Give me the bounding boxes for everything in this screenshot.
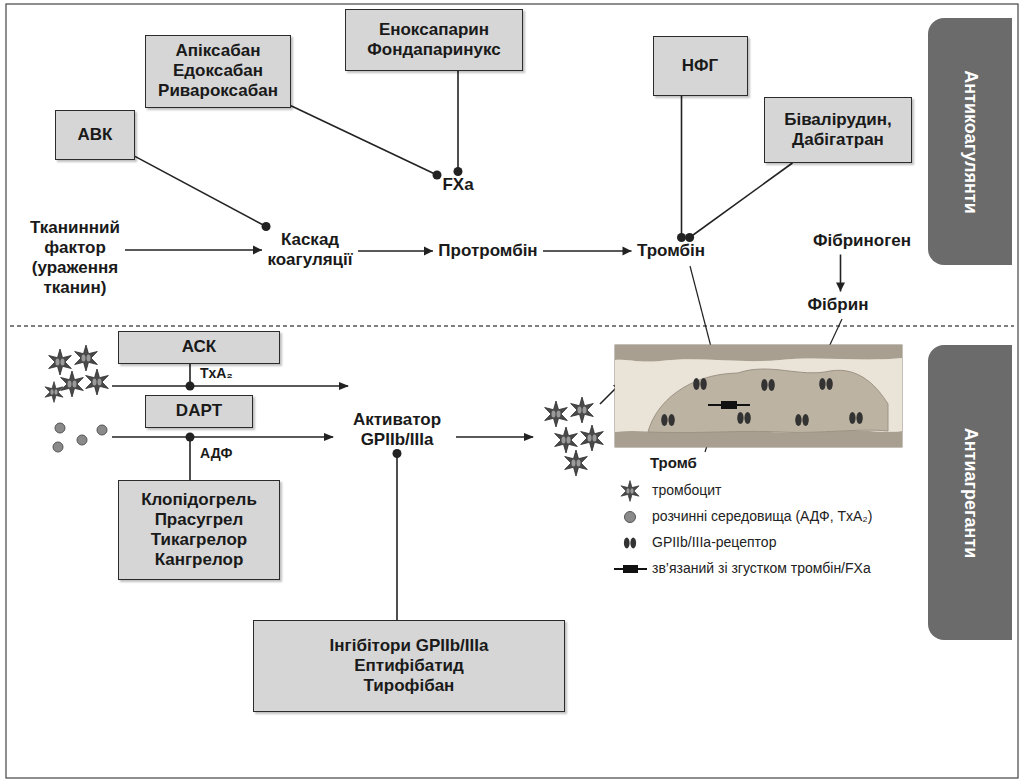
cascade-step: Каскад коагуляції: [262, 227, 358, 274]
node-text: Інгібітори GPIIb/IIIa: [330, 636, 489, 656]
inhibition-dot: [454, 167, 463, 176]
legend-symbols: [614, 481, 647, 573]
drug-box: DAPT: [145, 395, 253, 428]
node-text: Протромбін: [438, 241, 537, 261]
node-text: Каскад коагуляції: [267, 230, 352, 270]
drug-box: Апіксабан Едоксабан Ривароксабан: [145, 35, 291, 108]
connector-line: [396, 454, 398, 621]
flow-arrow: [125, 246, 262, 255]
node-text: АСК: [182, 337, 217, 357]
connector-line: [358, 250, 433, 252]
inhibition-dot: [393, 449, 402, 458]
mediator-label: TxA₂: [200, 366, 233, 381]
legend-text: тромбоцит: [652, 482, 722, 499]
connector-line: [457, 71, 459, 172]
inhibition-dot: [677, 233, 686, 242]
drug-box: АВК: [55, 110, 135, 160]
node-text: Антиагреганти: [959, 427, 980, 558]
node-text: DAPT: [176, 401, 222, 421]
activator-label: Активатор GPIIb/IIIa: [348, 407, 447, 454]
flow-arrow: [358, 247, 433, 256]
drug-box: Бівалірудин, Дабігатран: [764, 97, 912, 163]
thrombus-illustration: [615, 345, 902, 447]
flow-arrow: [543, 247, 632, 256]
cascade-step: Фібрин: [803, 292, 874, 319]
outer-frame: [6, 4, 1018, 778]
platelet-cluster: [45, 345, 108, 402]
cascade-step: Тканинний фактор (ураження тканин): [25, 215, 125, 302]
node-text: Еноксапарин Фондапаринукс: [367, 20, 500, 60]
drug-box: Клопідогрель Прасугрел Тикагрелор Кангре…: [118, 480, 280, 580]
thrombus-label: Тромб: [650, 455, 697, 472]
arrowhead: [623, 247, 632, 256]
node-text: Апіксабан Едоксабан Ривароксабан: [158, 41, 278, 101]
node-text: Антикоагулянти: [959, 70, 980, 214]
cascade-step: Протромбін: [433, 238, 543, 265]
inhibition-dot: [685, 233, 694, 242]
node-text: Фібрин: [808, 295, 869, 315]
inhibition-dot: [262, 222, 271, 231]
drug-box: АСК: [118, 331, 280, 364]
factor-label: FXa: [437, 172, 479, 199]
flow-arrow: [836, 255, 845, 292]
node-text: Ептифібатид Тирофібан: [354, 656, 464, 696]
legend-text: розчинні середовища (АДФ, TxA₂): [652, 508, 872, 525]
legend-text: зв’язаний зі згустком тромбін/FXa: [652, 560, 871, 577]
inhibition-line: [454, 71, 463, 176]
inhibition-line: [135, 156, 271, 231]
connector-line: [690, 163, 793, 238]
node-text: FXa: [442, 175, 473, 195]
arrowhead: [253, 246, 262, 255]
arrowhead: [836, 283, 845, 292]
drug-box: Інгібітори GPIIb/IIIaЕптифібатид Тирофіб…: [253, 620, 565, 712]
inhibition-dot: [433, 171, 442, 180]
connector-line: [125, 249, 262, 251]
section-divider: [10, 325, 1014, 326]
connector-line: [135, 156, 266, 226]
inhibition-line: [393, 449, 402, 620]
section-band: Антикоагулянти: [928, 18, 1012, 265]
connector-line: [543, 250, 632, 252]
node-text: Фібриноген: [813, 231, 911, 251]
inhibition-line: [291, 106, 442, 180]
cascade-step: Фібриноген: [808, 228, 917, 255]
cascade-step: Тромбін: [632, 238, 711, 265]
connector-line: [291, 106, 437, 175]
inhibition-line: [685, 163, 792, 242]
node-text: АВК: [78, 125, 113, 145]
mediator-label: АДФ: [200, 446, 232, 461]
node-text: Клопідогрель Прасугрел Тикагрелор Кангре…: [141, 490, 257, 570]
node-text: НФГ: [682, 56, 718, 76]
node-text: Тромбін: [637, 241, 705, 261]
arrowhead: [424, 247, 433, 256]
connector-line: [681, 96, 683, 238]
node-text: Активатор GPIIb/IIIa: [353, 410, 441, 450]
node-text: Тканинний фактор (ураження тканин): [30, 218, 120, 298]
inhibition-line: [677, 96, 686, 242]
soluble-mediators: [53, 423, 107, 452]
legend-text: GPIIb/IIIa-рецептор: [652, 534, 776, 551]
drug-box: НФГ: [653, 36, 748, 96]
platelet-aggregate: [545, 397, 604, 476]
node-text: Бівалірудин, Дабігатран: [784, 110, 892, 150]
section-band: Антиагреганти: [928, 345, 1012, 640]
drug-box: Еноксапарин Фондапаринукс: [345, 9, 523, 71]
